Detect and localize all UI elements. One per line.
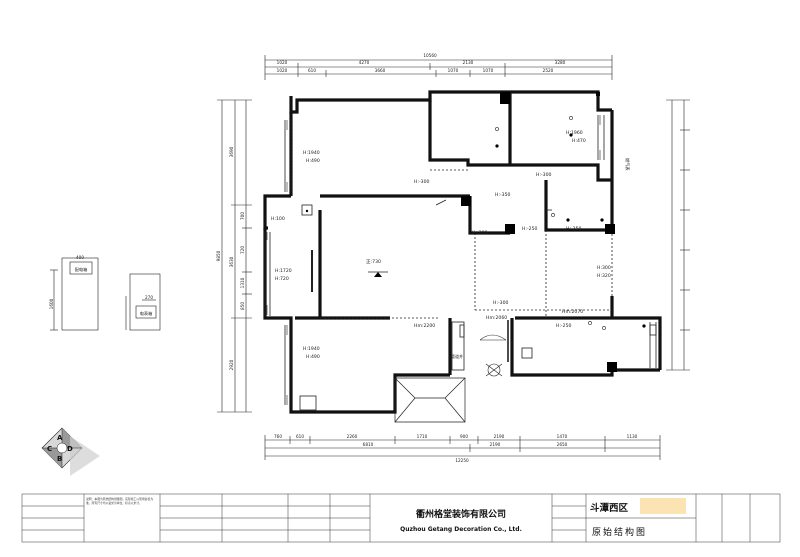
inset-box-label: 配电箱	[75, 266, 88, 273]
label-h-250-a: H:-250	[522, 226, 538, 232]
label-room-tl-h1: H:1940	[303, 150, 320, 156]
label-room-tl-h2: H:490	[306, 158, 320, 164]
drawing-name: 原始结构图	[592, 526, 647, 538]
label-h-300-d: H:-300	[493, 300, 509, 306]
company-name-cn: 衢州格堂装饰有限公司	[416, 508, 506, 520]
windows	[266, 115, 601, 405]
dim-bottom-overall: 12250	[455, 458, 469, 463]
dim-bottom-b2: 2190	[490, 442, 501, 447]
compass-label-d: D	[67, 445, 73, 453]
label-meter: 燃气表	[624, 158, 631, 171]
inset-electric-box	[50, 257, 161, 331]
entry-door	[479, 320, 509, 377]
project-name: 斗潭西区	[590, 502, 629, 514]
compass-label-c: C	[47, 445, 52, 453]
dim-top-overall: 10560	[423, 53, 437, 58]
label-room-tr-h2: H:470	[572, 138, 586, 144]
right-dimensions	[666, 99, 690, 371]
compass-icon	[41, 427, 100, 476]
label-elevation: 正:730	[366, 259, 381, 265]
balcony	[394, 377, 466, 423]
structural-columns	[461, 92, 617, 372]
dim-left-a: 3690	[229, 146, 234, 157]
dim-left-s1: 700	[240, 212, 245, 220]
dim-left-overall: 9850	[216, 250, 221, 261]
label-h-300-b: H:-300	[536, 172, 552, 178]
dim-bottom-a2: 610	[296, 434, 304, 439]
label-hm2200: Hm:2200	[414, 323, 435, 329]
pipe-circles	[495, 116, 606, 330]
company-name-en: Quzhou Getang Decoration Co., Ltd.	[400, 526, 522, 533]
dim-bottom-a8: 1130	[627, 434, 638, 439]
label-room-r-h2: H:320	[597, 273, 611, 279]
dim-top-b5: 1070	[483, 68, 494, 73]
redacted-block	[640, 498, 686, 514]
label-room-bl-h2: H:490	[306, 354, 320, 360]
inset-dim-a: 400	[76, 255, 84, 260]
dim-left-s4: 850	[240, 302, 245, 310]
dim-bottom-b1: 6810	[363, 442, 374, 447]
label-hm2060: Hm:2060	[486, 315, 507, 321]
title-note-cell: 说明：本图为原始结构测量图，实际施工以现场复核为准。所有尺寸均以毫米为单位，标高…	[86, 497, 154, 506]
drain-points	[305, 133, 646, 328]
bottom-dimensions	[264, 435, 661, 460]
elevation-marker	[368, 271, 388, 277]
compass-label-a: A	[57, 434, 63, 442]
fixtures	[299, 199, 657, 411]
dim-left-b: 3630	[229, 256, 234, 267]
left-dimensions	[217, 99, 252, 413]
label-room-l-h2: H:720	[275, 276, 289, 282]
label-h-300-a: H:-300	[414, 179, 430, 185]
label-room-bl-h1: H:1940	[303, 346, 320, 352]
label-h-100: H:100	[271, 216, 285, 222]
dim-bottom-a1: 760	[274, 434, 282, 439]
label-h-250-b: H:-250	[566, 226, 582, 232]
dim-bottom-a6: 2190	[494, 434, 505, 439]
dim-top-b1: 1020	[277, 68, 288, 73]
label-room-tr-h1: H:1960	[566, 130, 583, 136]
dim-bottom-b3: 2650	[557, 442, 568, 447]
label-vent: 管道井	[451, 353, 463, 359]
dim-top-a1: 1020	[277, 60, 288, 65]
dim-top-b6: 2520	[543, 68, 554, 73]
title-note: 说明：本图为原始结构测量图，实际施工以现场复核为准。所有尺寸均以毫米为单位，标高…	[86, 497, 154, 506]
walls	[263, 90, 662, 414]
dim-bottom-a4: 1710	[417, 434, 428, 439]
dim-left-s3: 1310	[240, 277, 245, 288]
dim-top-b2: 610	[308, 68, 316, 73]
dim-top-a3: 2130	[463, 60, 474, 65]
dim-bottom-a7: 1470	[557, 434, 568, 439]
label-room-r-h1: H:300	[597, 265, 611, 271]
dim-left-s2: 720	[240, 246, 245, 254]
dim-left-c: 2920	[229, 359, 234, 370]
label-h-250-c: H:-250	[556, 323, 572, 329]
dim-top-a2: 4270	[359, 60, 370, 65]
label-h-350: H:-350	[495, 192, 511, 198]
dim-top-a4: 3280	[555, 60, 566, 65]
dim-bottom-a3: 2260	[347, 434, 358, 439]
compass-label-b: B	[57, 455, 62, 463]
dim-top-b4: 1070	[448, 68, 459, 73]
label-hm2070: Hm:2070	[562, 309, 583, 315]
inset-dim-c: 1600	[49, 298, 54, 309]
top-dimensions	[264, 55, 613, 80]
inset-dim-b: 270	[145, 295, 153, 300]
dim-bottom-a5: 900	[460, 434, 468, 439]
dim-top-b3: 3660	[375, 68, 386, 73]
label-room-l-h1: H:1720	[275, 268, 292, 274]
label-h-300-c: H:-300	[472, 230, 488, 236]
title-block	[21, 493, 781, 543]
inset-meter-label: 电表箱	[140, 310, 153, 317]
